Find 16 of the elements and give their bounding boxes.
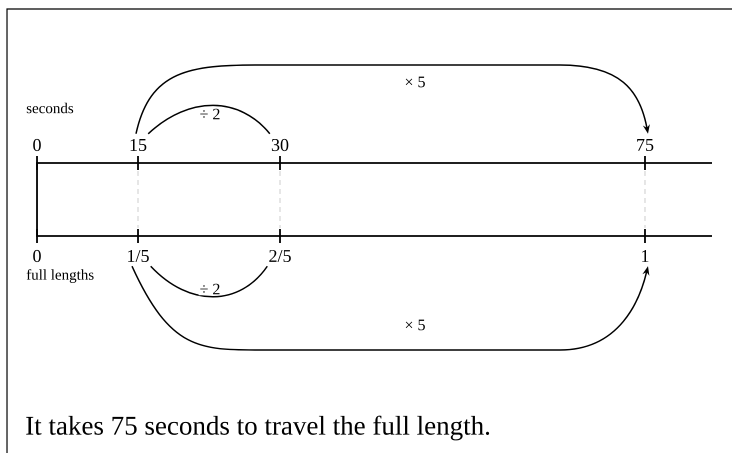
- tick-label: 2/5: [269, 250, 291, 262]
- arrow: [135, 64, 650, 134]
- axis-label: seconds: [26, 102, 74, 114]
- caption: It takes 75 seconds to travel the full length.: [26, 416, 490, 440]
- tick-label: 0: [33, 138, 41, 152]
- axis-label: full lengths: [26, 269, 94, 283]
- tick-label: 15: [130, 138, 146, 152]
- edge-label: ÷ 2: [198, 282, 222, 296]
- edge-label: × 5: [404, 76, 426, 88]
- tick-label: 1: [642, 250, 648, 262]
- tick-label: 1/5: [128, 250, 149, 262]
- tick-label: 75: [637, 139, 654, 151]
- tick-label: 0: [33, 250, 41, 262]
- edge-label: × 5: [404, 318, 426, 332]
- edge-label: ÷ 2: [198, 108, 222, 120]
- tick-label: 30: [272, 138, 288, 152]
